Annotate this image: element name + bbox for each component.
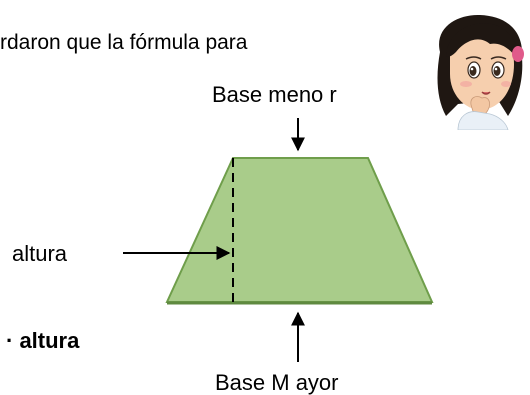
- trapezoid-shape: [165, 157, 434, 303]
- base-menor-label: Base meno r: [212, 82, 337, 107]
- base-mayor-label: Base M ayor: [215, 370, 339, 395]
- intro-text: rdaron que la fórmula para: [0, 31, 248, 54]
- formula-fragment: · altura: [6, 328, 80, 353]
- thinking-girl-illustration: [437, 14, 524, 130]
- altura-label: altura: [12, 241, 68, 266]
